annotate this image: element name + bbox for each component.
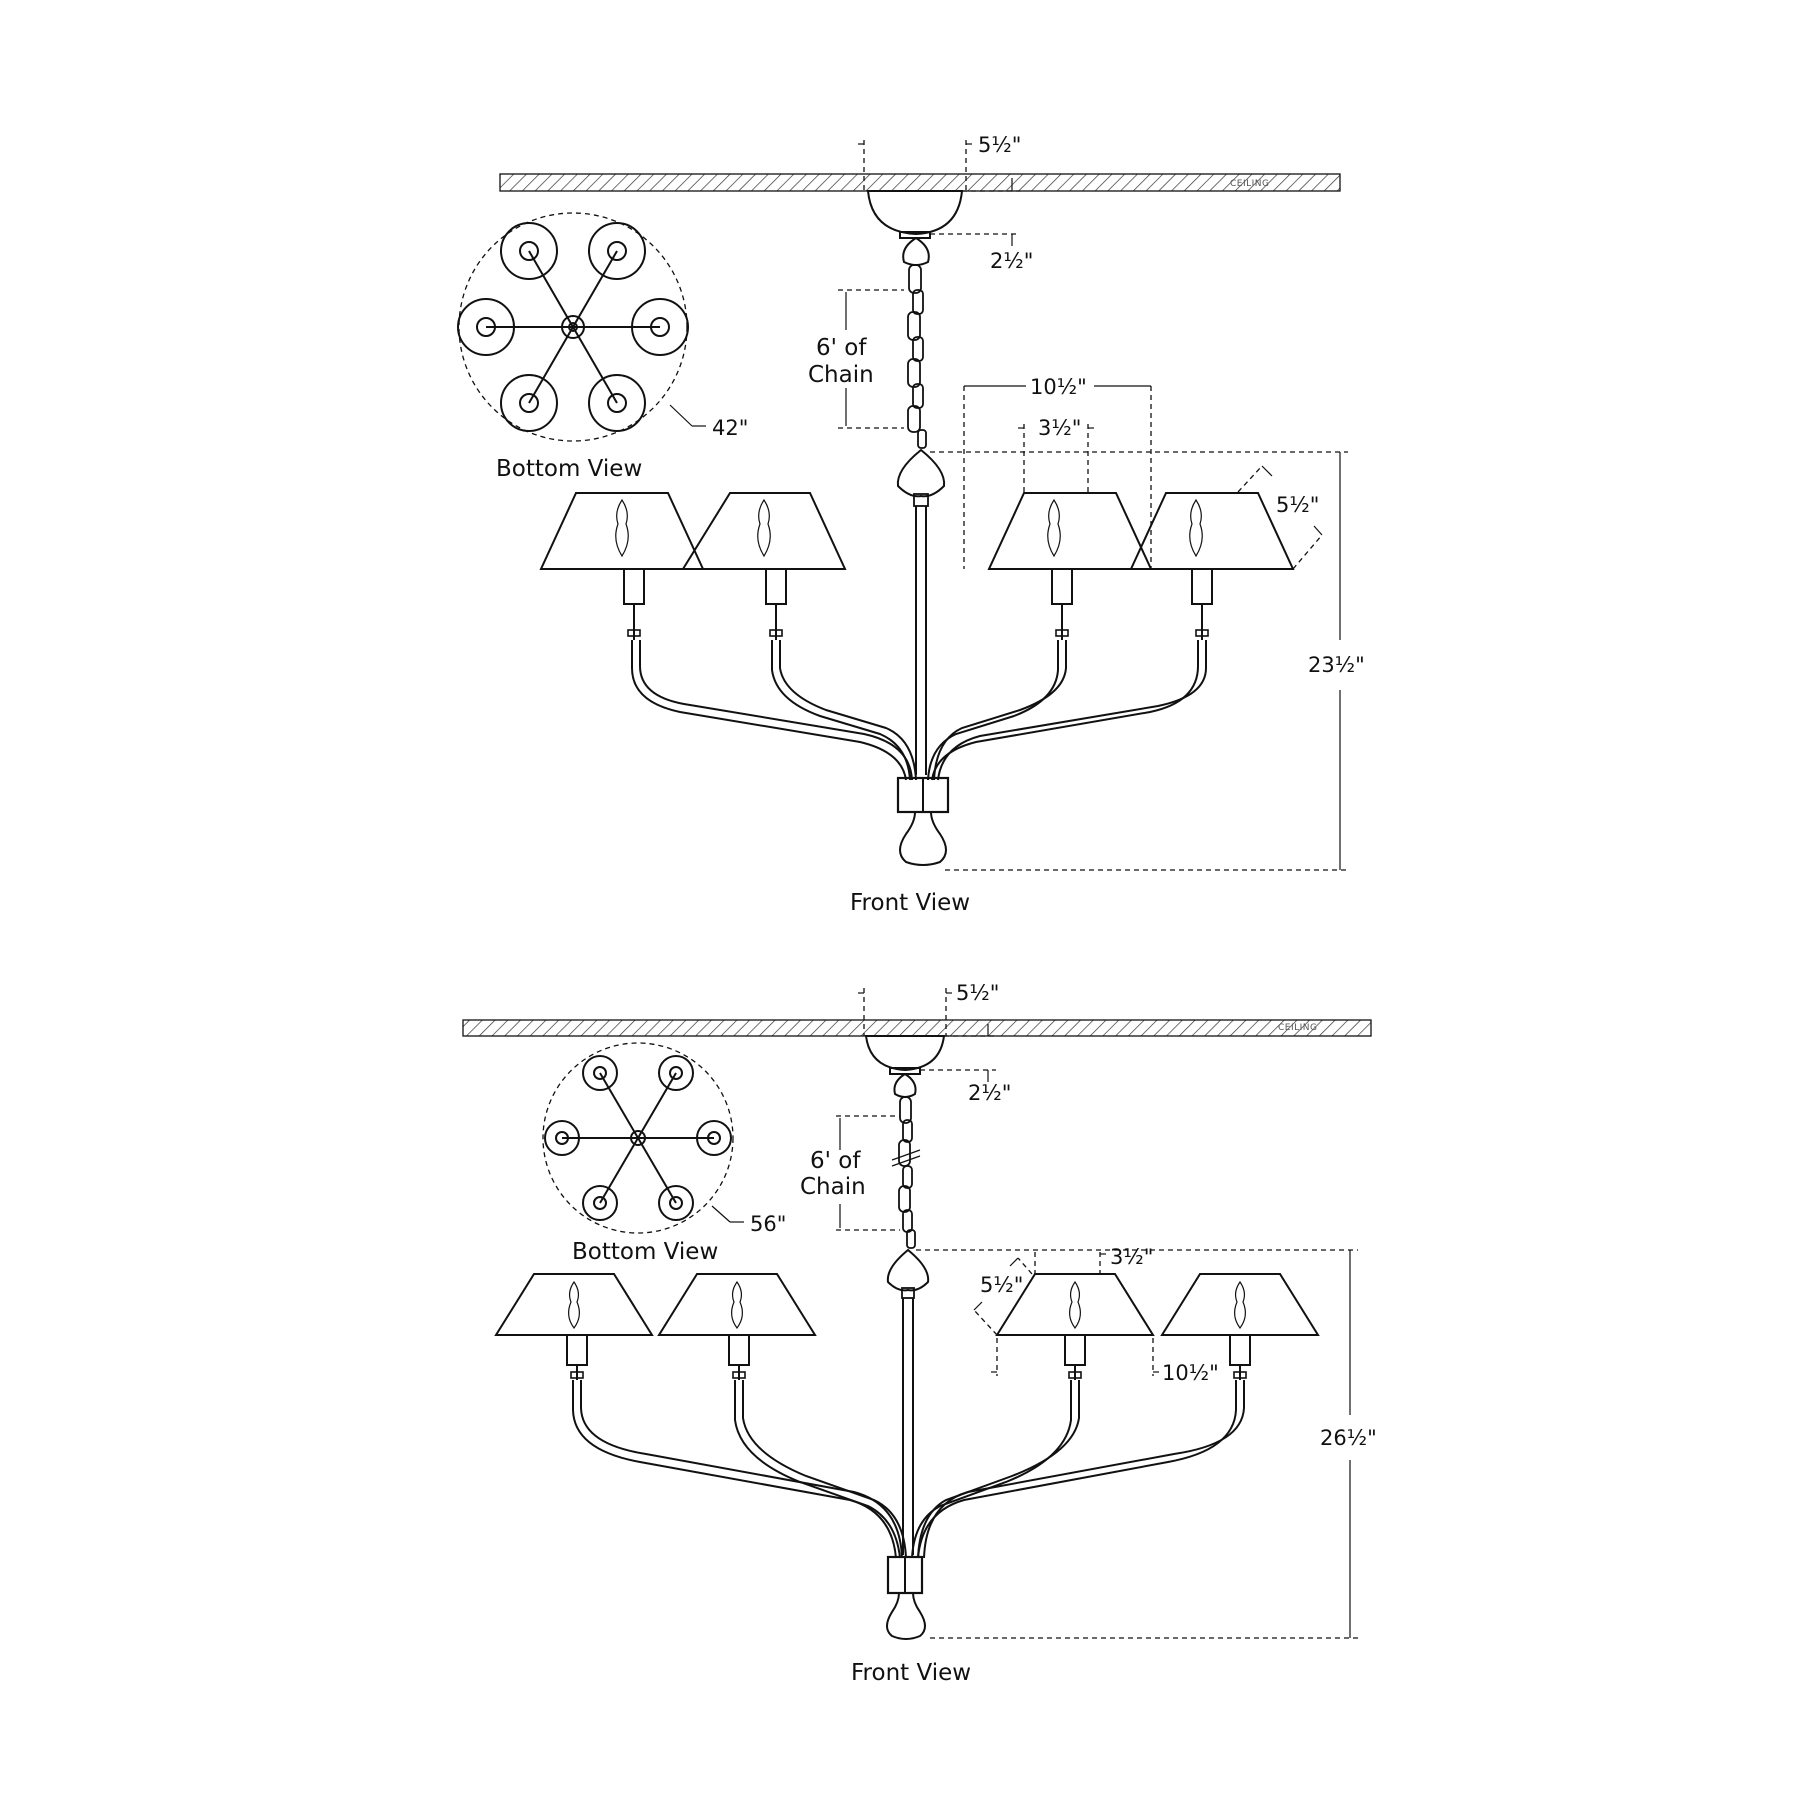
chain-label-line1: 6' of	[816, 335, 867, 361]
ceiling-label: CEILING	[1278, 1023, 1318, 1033]
canopy-height-label: 2½"	[968, 1081, 1011, 1105]
chain-label-line2: Chain	[800, 1174, 866, 1200]
canopy	[864, 1035, 946, 1072]
front-view-label: Front View	[850, 890, 970, 916]
drawing-56: CEILING 5½" 2½"	[462, 981, 1377, 1686]
shade-top-label: 3½"	[1110, 1245, 1153, 1269]
lamp-1	[539, 492, 705, 640]
diameter-label: 56"	[750, 1212, 786, 1236]
finial	[886, 1592, 926, 1640]
ceiling-label: CEILING	[1230, 179, 1270, 189]
lamps	[494, 1273, 1320, 1380]
arms	[631, 640, 1207, 781]
shade-bottom-label: 10½"	[1030, 375, 1087, 399]
overall-height-label: 26½"	[1320, 1426, 1377, 1450]
lamp-4	[1129, 492, 1295, 640]
chain-label-line2: Chain	[808, 362, 874, 388]
drawing-42: CEILING 5½" 2½"	[457, 133, 1365, 916]
canopy-height-label: 2½"	[990, 249, 1033, 273]
lamp-1	[494, 1273, 654, 1380]
lamp-4	[1160, 1273, 1320, 1380]
arms	[572, 1380, 1245, 1559]
chain	[886, 1072, 930, 1299]
lamp-2	[657, 1273, 817, 1380]
diameter-label: 42"	[712, 416, 748, 440]
ceiling-bar	[499, 173, 1341, 192]
canopy-width-label: 5½"	[978, 133, 1021, 157]
shade-height-label: 5½"	[980, 1273, 1023, 1297]
overall-height-label: 23½"	[1308, 653, 1365, 677]
front-view-label: Front View	[851, 1660, 971, 1686]
lamp-2	[681, 492, 847, 640]
canopy	[866, 190, 964, 236]
chain-label-line1: 6' of	[810, 1148, 861, 1174]
finial	[899, 811, 947, 866]
chain	[896, 236, 946, 507]
shade-height-label: 5½"	[1276, 493, 1319, 517]
lamp-3	[987, 492, 1153, 640]
bottom-view-label: Bottom View	[496, 456, 642, 482]
ceiling-bar	[462, 1019, 1372, 1037]
bottom-view: 42" Bottom View	[457, 212, 748, 482]
canopy-width-label: 5½"	[956, 981, 999, 1005]
shade-bottom-label: 10½"	[1162, 1361, 1219, 1385]
bottom-view: 56" Bottom View	[542, 1042, 786, 1265]
bottom-view-label: Bottom View	[572, 1239, 718, 1265]
shade-top-label: 3½"	[1038, 416, 1081, 440]
lamp-3	[995, 1273, 1155, 1380]
